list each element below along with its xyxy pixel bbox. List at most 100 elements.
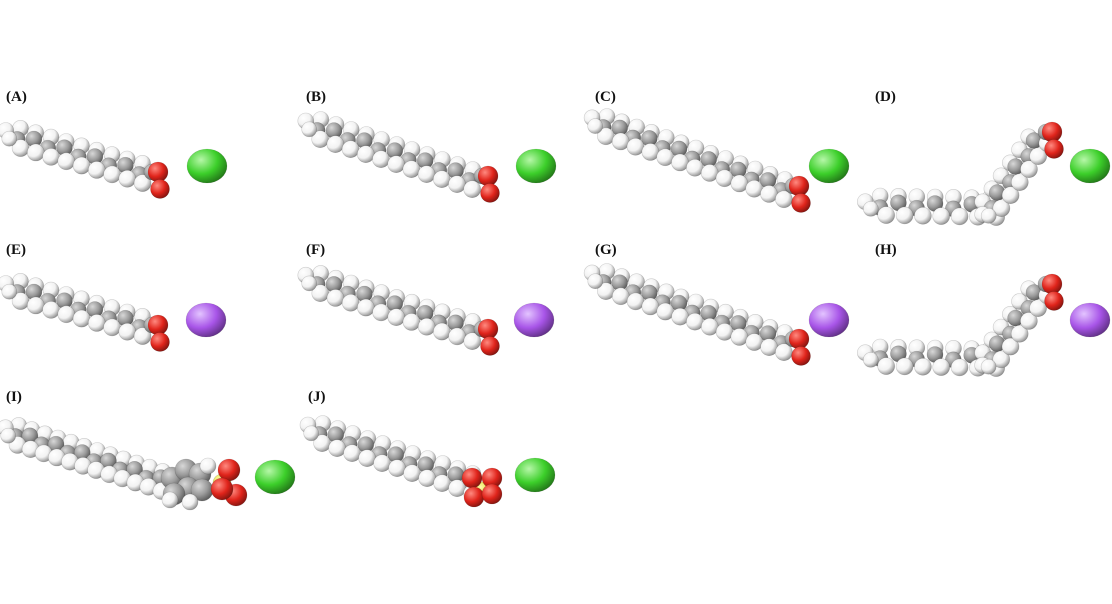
panel-d-hydrogen xyxy=(980,208,997,224)
panel-g-hydrogen xyxy=(656,302,675,321)
panel-d-hydrogen xyxy=(1010,173,1029,191)
panel-g-oxygen xyxy=(788,328,810,350)
panel-g-hydrogen xyxy=(715,323,734,341)
panel-g-counterion xyxy=(808,302,850,338)
panel-e-hydrogen xyxy=(133,327,152,345)
panel-i-hydrogen xyxy=(0,427,16,444)
panel-j-hydrogen xyxy=(373,454,391,473)
panel-b-hydrogen xyxy=(402,160,421,178)
panel-d-hydrogen xyxy=(932,207,951,225)
panel-b-counterion xyxy=(515,148,557,184)
panel-f-hydrogen xyxy=(301,275,318,292)
panel-h-hydrogen xyxy=(877,357,896,375)
panel-g-hydrogen xyxy=(671,307,689,326)
panel-a-hydrogen xyxy=(42,148,60,166)
panel-e-hydrogen xyxy=(118,322,137,341)
panel-f-hydrogen xyxy=(433,322,451,341)
panel-g-hydrogen xyxy=(745,333,764,351)
panel-d-hydrogen xyxy=(914,207,932,225)
panel-i-counterion xyxy=(254,459,296,495)
panel-c-hydrogen xyxy=(611,132,630,151)
panel-b-hydrogen xyxy=(301,121,318,138)
panel-j-counterion xyxy=(514,457,556,493)
panel-d-hydrogen xyxy=(862,201,879,217)
panel-i-oxygen xyxy=(217,458,241,482)
panel-g-hydrogen xyxy=(700,317,719,336)
panel-j-hydrogen xyxy=(343,444,361,463)
panel-g-hydrogen xyxy=(686,312,704,331)
panel-c-hydrogen xyxy=(656,148,675,167)
panel-e-hydrogen xyxy=(57,305,76,324)
panel-c-hydrogen xyxy=(686,159,704,177)
panel-h-hydrogen xyxy=(1010,324,1029,343)
panel-g-hydrogen xyxy=(626,292,645,311)
panel-f-hydrogen xyxy=(326,289,345,307)
panel-h-oxygen xyxy=(1044,291,1064,311)
panel-b-hydrogen xyxy=(432,170,451,188)
panel-j-hydrogen xyxy=(403,464,421,483)
panel-i-oxygen xyxy=(210,477,234,501)
panel-h-hydrogen xyxy=(862,351,879,368)
panel-d-hydrogen xyxy=(895,206,914,225)
panel-j-hydrogen xyxy=(358,449,376,468)
panel-a-hydrogen xyxy=(57,152,76,171)
panel-d-hydrogen xyxy=(1001,186,1020,204)
panel-j-oxygen xyxy=(461,467,483,489)
panel-i-hydrogen xyxy=(199,457,217,475)
panel-e-hydrogen xyxy=(72,309,91,328)
panel-h-hydrogen xyxy=(1001,337,1020,356)
panel-c-hydrogen xyxy=(745,180,764,198)
panel-h-hydrogen xyxy=(1029,299,1047,318)
panel-d-oxygen xyxy=(1044,139,1064,159)
panel-b-hydrogen xyxy=(372,150,390,168)
panel-d-hydrogen xyxy=(1020,160,1038,178)
panel-c-hydrogen xyxy=(715,169,734,188)
panel-j-hydrogen xyxy=(388,459,406,478)
panel-label-a: (A) xyxy=(6,89,27,105)
panel-e-oxygen xyxy=(150,332,170,352)
panel-a-hydrogen xyxy=(103,165,121,184)
panel-c-counterion xyxy=(808,148,850,184)
panel-a-counterion xyxy=(186,148,228,184)
panel-g-hydrogen xyxy=(730,328,749,346)
panel-f-hydrogen xyxy=(372,303,390,322)
panel-a-hydrogen xyxy=(88,161,106,179)
panel-b-hydrogen xyxy=(326,135,345,153)
panel-c-hydrogen xyxy=(730,174,749,193)
panel-d-oxygen xyxy=(1041,121,1063,143)
panel-h-hydrogen xyxy=(1020,312,1038,330)
panel-label-c: (C) xyxy=(595,89,616,105)
panel-j-hydrogen xyxy=(303,425,320,442)
panel-label-g: (G) xyxy=(595,242,617,258)
panel-h-oxygen xyxy=(1041,273,1063,295)
panel-f-hydrogen xyxy=(448,327,466,346)
panel-c-oxygen xyxy=(788,175,810,197)
panel-c-hydrogen xyxy=(587,118,604,134)
panel-d-hydrogen xyxy=(950,207,969,226)
panel-c-hydrogen xyxy=(626,138,645,156)
panel-g-oxygen xyxy=(791,346,811,366)
panel-b-hydrogen xyxy=(387,155,406,173)
panel-j-oxygen xyxy=(463,486,485,508)
panel-j-hydrogen xyxy=(328,439,346,458)
panel-d-hydrogen xyxy=(1029,147,1047,165)
panel-g-hydrogen xyxy=(587,273,604,290)
panel-a-hydrogen xyxy=(26,143,45,162)
panel-a-hydrogen xyxy=(1,130,18,147)
panel-f-hydrogen xyxy=(402,313,421,331)
panel-f-hydrogen xyxy=(463,332,482,351)
panel-b-hydrogen xyxy=(448,175,466,193)
panel-d-counterion xyxy=(1069,148,1111,184)
panel-b-oxygen xyxy=(477,165,499,187)
panel-h-hydrogen xyxy=(895,357,914,376)
panel-f-oxygen xyxy=(480,336,500,356)
panel-a-oxygen xyxy=(147,161,169,183)
panel-label-b: (B) xyxy=(306,89,326,105)
panel-f-hydrogen xyxy=(387,308,406,327)
panel-j-oxygen xyxy=(481,483,503,505)
panel-b-hydrogen xyxy=(463,180,482,198)
panel-e-hydrogen xyxy=(42,301,60,319)
panel-label-i: (I) xyxy=(6,389,22,405)
